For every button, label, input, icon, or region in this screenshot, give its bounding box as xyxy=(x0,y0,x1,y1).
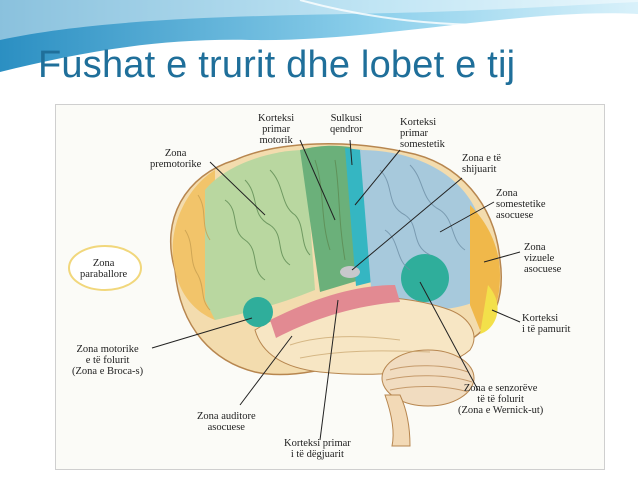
prefrontal-label-ellipse xyxy=(68,245,142,291)
central-sulcus-band xyxy=(345,148,372,286)
label-somatosensory-association: Zona somestetike asocuese xyxy=(496,188,546,221)
label-auditory-association: Zona auditore asocuese xyxy=(197,411,256,433)
slide-title: Fushat e trurit dhe lobet e tij xyxy=(38,44,516,86)
label-primary-motor-cortex: Korteksi primar motorik xyxy=(258,113,295,146)
gyri-lines xyxy=(224,159,346,281)
label-primary-visual-cortex: Korteksi i të pamurit xyxy=(522,313,571,335)
premotor-region xyxy=(205,150,315,320)
wernicke-area xyxy=(401,254,449,302)
label-prefrontal-zone: Zona paraballore xyxy=(80,258,128,280)
label-taste-zone: Zona e të shijuarit xyxy=(462,153,502,175)
auditory-region xyxy=(270,285,400,338)
label-central-sulcus: Sulkusi qendror xyxy=(330,113,363,135)
label-visual-association: Zona vizuele asocuese xyxy=(524,242,562,275)
taste-zone xyxy=(340,266,360,278)
label-wernicke-area: Zona e senzorëve të të folurit (Zona e W… xyxy=(458,383,544,416)
cerebellum xyxy=(381,349,475,407)
primary-motor-region xyxy=(300,145,360,292)
leader-lines xyxy=(151,139,521,441)
label-premotor-zone: Zona premotorike xyxy=(150,148,202,170)
primary-visual-region xyxy=(480,285,498,334)
label-broca-area: Zona motorike e të folurit (Zona e Broca… xyxy=(72,344,144,377)
brainstem xyxy=(384,394,411,447)
broca-area xyxy=(243,297,273,327)
label-primary-auditory-cortex: Korteksi primar i të dëgjuarit xyxy=(284,438,351,460)
label-primary-somatosensory-cortex: Korteksi primar somestetik xyxy=(400,117,445,150)
prefrontal-region xyxy=(172,170,215,320)
